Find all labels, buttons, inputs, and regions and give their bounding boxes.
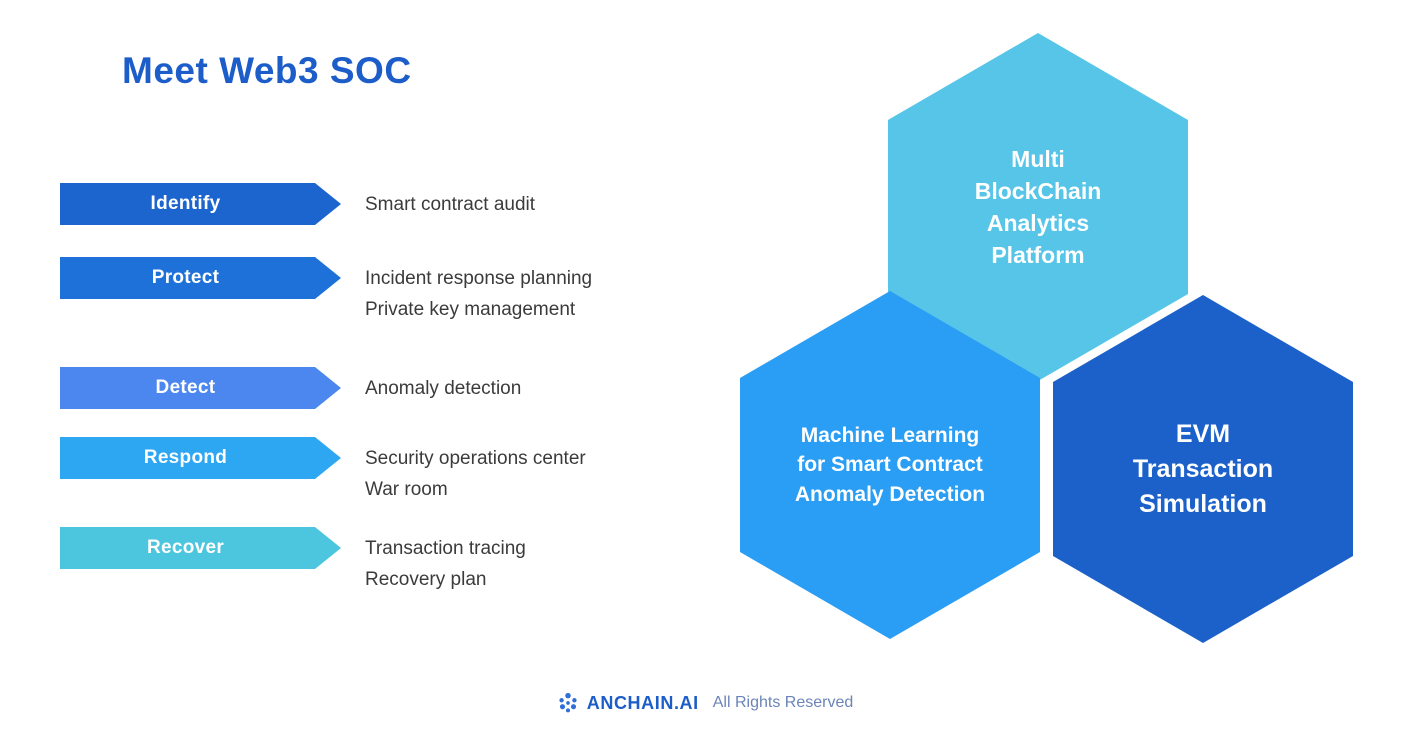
hexagon-line: Simulation (1139, 489, 1267, 518)
hexagon-label: Machine Learning for Smart Contract Anom… (795, 421, 985, 509)
process-row-respond: Respond Security operations center War r… (60, 437, 586, 505)
detect-arrow-badge: Detect (60, 367, 341, 409)
description-line: Anomaly detection (365, 378, 522, 399)
identify-arrow-badge: Identify (60, 183, 341, 225)
hexagon-line: Anomaly Detection (794, 482, 986, 506)
anchain-logo-icon (559, 692, 577, 713)
respond-description: Security operations center War room (365, 437, 586, 505)
recover-description: Transaction tracing Recovery plan (365, 527, 526, 595)
hexagon-line: Multi (1011, 145, 1065, 172)
hexagon-line: EVM (1175, 419, 1231, 448)
hexagon-line: Machine Learning (800, 423, 980, 447)
process-row-detect: Detect Anomaly detection (60, 367, 521, 409)
protect-arrow-badge: Protect (60, 257, 341, 299)
hexagon-machine-learning: Machine Learning for Smart Contract Anom… (740, 291, 1040, 639)
page-title: Meet Web3 SOC (122, 50, 412, 91)
hexagon-label: Multi BlockChain Analytics Platform (975, 143, 1102, 272)
detect-description: Anomaly detection (365, 367, 521, 404)
description-line: Security operations center (365, 448, 586, 469)
process-row-protect: Protect Incident response planning Priva… (60, 257, 592, 325)
identify-description: Smart contract audit (365, 183, 535, 220)
process-row-identify: Identify Smart contract audit (60, 183, 535, 225)
process-row-recover: Recover Transaction tracing Recovery pla… (60, 527, 526, 595)
hexagon-line: BlockChain (974, 177, 1102, 204)
brand-name: ANCHAIN.AI (586, 692, 699, 713)
description-line: Recovery plan (365, 569, 487, 590)
description-line: Smart contract audit (365, 194, 536, 215)
description-line: Private key management (365, 299, 576, 320)
description-line: Transaction tracing (365, 538, 526, 559)
hexagon-line: Transaction (1132, 454, 1274, 483)
protect-description: Incident response planning Private key m… (365, 257, 592, 325)
respond-arrow-badge: Respond (60, 437, 341, 479)
rights-text: All Rights Reserved (712, 694, 854, 711)
recover-arrow-badge: Recover (60, 527, 341, 569)
description-line: Incident response planning (365, 268, 593, 289)
hexagon-label: EVM Transaction Simulation (1133, 417, 1273, 522)
hexagon-line: for Smart Contract (797, 453, 983, 477)
footer: ANCHAIN.AI All Rights Reserved (0, 692, 1410, 714)
hexagon-evm-simulation: EVM Transaction Simulation (1053, 295, 1353, 643)
hexagon-line: Platform (991, 242, 1085, 269)
description-line: War room (365, 479, 448, 500)
hexagon-line: Analytics (986, 210, 1090, 236)
